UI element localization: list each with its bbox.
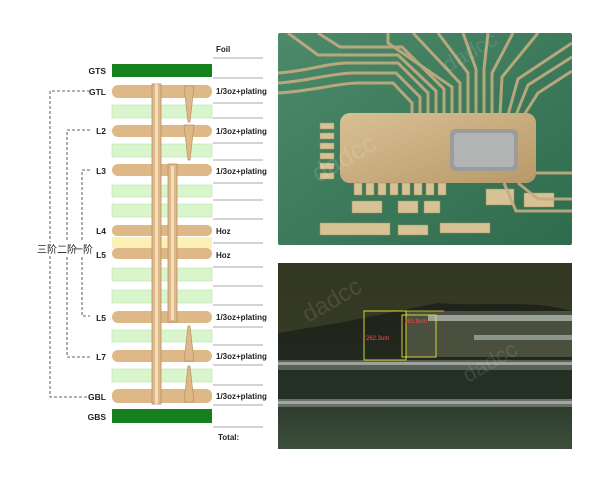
- layer-label: L5: [96, 313, 106, 323]
- layer-label: GBL: [88, 392, 106, 402]
- spec-label: 1/3oz+plating: [216, 167, 267, 176]
- core-layer: [112, 237, 212, 248]
- spec-label: 1/3oz+plating: [216, 392, 267, 401]
- spec-label: 1/3oz+plating: [216, 352, 267, 361]
- pcb-traces: [278, 33, 572, 116]
- build-mark: 二阶: [57, 243, 77, 256]
- copper-foil-layer: [428, 315, 572, 321]
- layer-label: L4: [96, 226, 106, 236]
- build-mark: 三阶: [37, 243, 57, 256]
- pcb-closeup-photo: dadcc dadcc: [278, 33, 572, 245]
- spec-label: Hoz: [216, 227, 231, 236]
- build-mark: 一阶: [73, 243, 93, 256]
- measure-box: [401, 314, 437, 358]
- spec-labels: Foil 1/3oz+plating 1/3oz+plating 1/3oz+p…: [216, 45, 267, 442]
- spec-label: 1/3oz+plating: [216, 87, 267, 96]
- microvias-top: [183, 85, 195, 161]
- layer-labels: GTS GTL L2 L3 L4 L5 L5 L7 GBL GBS: [88, 66, 107, 422]
- prepreg-layers: [111, 104, 213, 383]
- measure-label: 262.3um: [366, 336, 389, 342]
- measure-label: 161.9um: [404, 319, 427, 325]
- layer-label: L3: [96, 166, 106, 176]
- top-soldermask: [112, 64, 212, 77]
- layer-label: L7: [96, 352, 106, 362]
- cross-section-micrograph: 262.3um 161.9um dadcc dadcc: [278, 263, 572, 449]
- layer-label: L5: [96, 250, 106, 260]
- pad-row: [353, 182, 447, 196]
- layer-label: GBS: [88, 412, 107, 422]
- foil-label: Foil: [216, 45, 230, 54]
- build-marks: 三阶 二阶 一阶: [37, 242, 93, 256]
- rule-lines: [213, 57, 263, 428]
- stackup-diagram: GTS GTL L2 L3 L4 L5 L5 L7 GBL GBS Foil 1…: [0, 0, 270, 472]
- layer-label: L2: [96, 126, 106, 136]
- microvias-bottom: [183, 325, 195, 403]
- layer-label: GTL: [89, 87, 106, 97]
- stackup-svg: GTS GTL L2 L3 L4 L5 L5 L7 GBL GBS Foil 1…: [37, 45, 267, 442]
- spec-label: 1/3oz+plating: [216, 313, 267, 322]
- spec-label: 1/3oz+plating: [216, 127, 267, 136]
- layer-label: GTS: [89, 66, 107, 76]
- pad-blocks: [319, 188, 555, 236]
- left-pad-grid: [319, 122, 335, 180]
- bottom-soldermask: [112, 409, 212, 423]
- total-label: Total:: [218, 433, 239, 442]
- spec-label: Hoz: [216, 251, 231, 260]
